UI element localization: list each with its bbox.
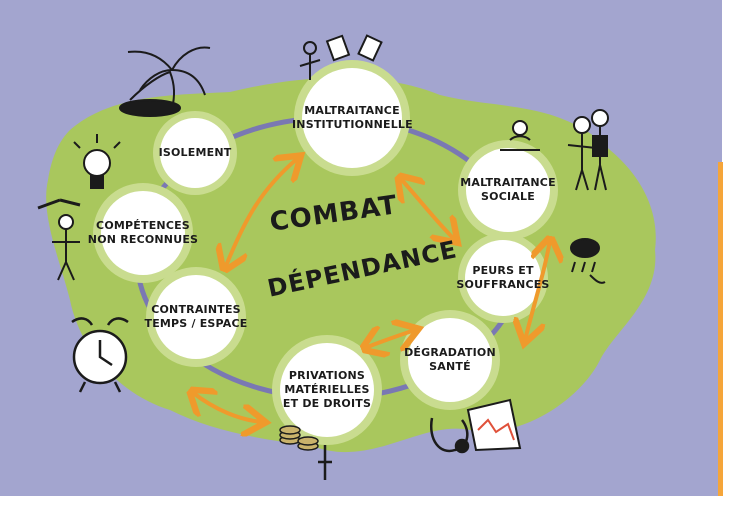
right-white-strip (722, 0, 729, 522)
label-privations: PRIVATIONS MATÉRIELLES ET DE DROITS (282, 369, 372, 410)
alarm-clock-icon (71, 317, 129, 393)
node-privations (280, 343, 374, 437)
label-maltraitance-institutionnelle: MALTRAITANCE INSTITUTIONNELLE (292, 104, 413, 131)
label-isolement: ISOLEMENT (158, 146, 232, 159)
node-competences (101, 191, 185, 275)
wrench-icon (37, 198, 81, 281)
node-circles (93, 60, 558, 445)
documents-icon (299, 34, 383, 80)
arrow-contraintes-privations (192, 392, 262, 422)
node-degradation (408, 318, 492, 402)
orange-arrows (192, 158, 550, 422)
node-institutionnelle (302, 68, 402, 168)
coins-icon (279, 425, 332, 480)
chart-icon (466, 398, 522, 452)
storm-cloud-icon (570, 238, 606, 284)
palm-tree-icon (119, 46, 211, 117)
arrow-institutionnelle-contraintes (225, 158, 298, 268)
arrow-institutionnelle-peurs (400, 178, 455, 240)
node-sociale (466, 148, 550, 232)
people-icon (500, 109, 609, 191)
bottom-white-strip (0, 496, 729, 522)
label-contraintes: CONTRAINTES TEMPS / ESPACE (144, 303, 248, 330)
lightbulb-icon (73, 134, 121, 189)
arrow-privations-degradation (365, 330, 415, 348)
stethoscope-icon (429, 417, 470, 454)
node-contraintes (154, 275, 238, 359)
arrow-peurs-degradation (525, 240, 550, 340)
label-maltraitance-sociale: MALTRAITANCE SOCIALE (460, 176, 556, 203)
accent-bar (718, 162, 723, 496)
node-isolement (160, 118, 230, 188)
label-peurs-souffrances: PEURS ET SOUFFRANCES (456, 264, 550, 291)
label-competences: COMPÉTENCES NON RECONNUES (87, 219, 199, 246)
label-degradation-sante: DÉGRADATION SANTÉ (404, 346, 496, 373)
